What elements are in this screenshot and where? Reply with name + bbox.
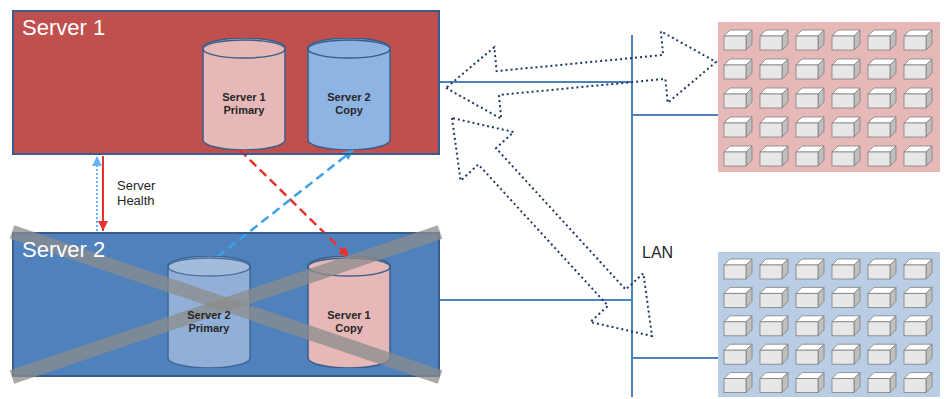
cylinder-label: Server 1 Primary	[209, 91, 279, 117]
client-icon	[724, 146, 752, 166]
client-icon	[868, 316, 896, 336]
client-icon	[832, 316, 860, 336]
replication-arrow	[217, 150, 353, 257]
lan-link	[632, 357, 718, 359]
client-icon	[904, 30, 932, 50]
client-icon	[832, 59, 860, 79]
client-icon	[760, 259, 788, 279]
network-label: LAN	[642, 244, 673, 262]
client-icon	[760, 373, 788, 393]
client-icon	[796, 30, 824, 50]
client-icon	[796, 146, 824, 166]
client-icon	[832, 287, 860, 307]
traffic-arrow	[452, 118, 652, 336]
client-icon	[832, 88, 860, 108]
server-title: Server 2	[22, 237, 430, 263]
client-icon	[868, 88, 896, 108]
client-icon	[760, 88, 788, 108]
edge-label-box: Server Health	[117, 178, 173, 208]
storage-cylinder: Server 2 Primary	[167, 256, 251, 368]
client-icon	[832, 117, 860, 137]
client-icon	[724, 287, 752, 307]
client-icon	[868, 117, 896, 137]
client-icon	[832, 146, 860, 166]
client-icon	[904, 373, 932, 393]
client-icon	[796, 344, 824, 364]
client-icon	[760, 59, 788, 79]
client-icon	[724, 59, 752, 79]
client-icon	[760, 344, 788, 364]
client-icon	[796, 373, 824, 393]
label-box: LAN	[642, 244, 673, 262]
server-fill	[12, 232, 440, 377]
client-icon	[868, 287, 896, 307]
server-fill	[12, 10, 440, 155]
server-title: Server 1	[22, 15, 430, 41]
client-icon	[760, 316, 788, 336]
client-icon	[724, 259, 752, 279]
client-icon	[760, 117, 788, 137]
client-icon	[904, 316, 932, 336]
client-icon	[724, 117, 752, 137]
client-icon	[832, 344, 860, 364]
health-arrow	[96, 156, 98, 231]
client-icon	[868, 259, 896, 279]
client-icon	[832, 30, 860, 50]
client-icon	[724, 373, 752, 393]
client-icon	[868, 373, 896, 393]
lan-bus	[631, 35, 633, 397]
client-icon	[904, 117, 932, 137]
client-icon	[832, 373, 860, 393]
client-icon	[760, 30, 788, 50]
client-icon	[904, 287, 932, 307]
traffic-arrow	[446, 31, 716, 119]
client-icon	[868, 59, 896, 79]
cylinder-label: Server 2 Copy	[314, 91, 384, 117]
client-icon	[868, 30, 896, 50]
client-icon	[832, 259, 860, 279]
failure-cross	[12, 232, 440, 377]
client-icon	[796, 259, 824, 279]
client-icon	[796, 117, 824, 137]
client-icon	[760, 287, 788, 307]
failure-cross	[12, 232, 440, 377]
storage-cylinder: Server 2 Copy	[307, 38, 391, 150]
client-group	[718, 252, 940, 397]
client-icon	[868, 344, 896, 364]
client-icon	[760, 146, 788, 166]
client-icon	[724, 316, 752, 336]
client-icon	[796, 316, 824, 336]
client-icon	[904, 59, 932, 79]
client-icon	[904, 146, 932, 166]
client-icon	[796, 287, 824, 307]
client-icon	[868, 146, 896, 166]
server-box: Server 1 Server 1 Primary Server 2 Copy	[12, 10, 440, 155]
client-icon	[724, 88, 752, 108]
client-icon	[904, 344, 932, 364]
edge-label: Server Health	[117, 178, 173, 208]
client-group	[718, 22, 940, 172]
cylinder-label: Server 1 Copy	[314, 309, 384, 335]
client-icon	[904, 259, 932, 279]
lan-link	[440, 81, 632, 83]
client-icon	[724, 344, 752, 364]
client-icon	[796, 88, 824, 108]
cylinder-label: Server 2 Primary	[174, 309, 244, 335]
storage-cylinder: Server 1 Primary	[202, 38, 286, 150]
client-icon	[724, 30, 752, 50]
client-icon	[904, 88, 932, 108]
client-icon	[796, 59, 824, 79]
health-arrow	[102, 156, 104, 231]
lan-link	[632, 114, 718, 116]
